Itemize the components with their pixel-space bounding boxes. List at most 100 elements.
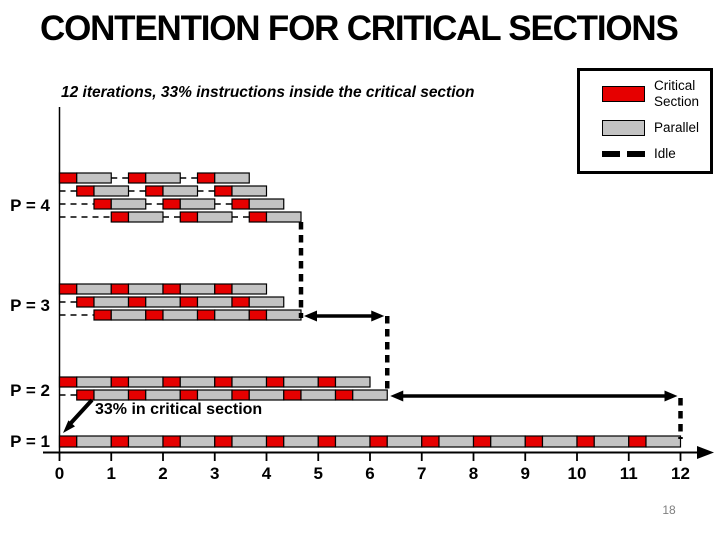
critical-section-bar: [265, 435, 285, 448]
parallel-bar: [214, 172, 250, 184]
group-label: P = 2: [10, 381, 50, 400]
parallel-bar: [76, 283, 112, 295]
critical-section-bar: [248, 309, 268, 321]
arrowhead-left-icon: [390, 390, 404, 402]
parallel-bar: [196, 296, 233, 308]
parallel-bar: [231, 376, 268, 388]
parallel-bar: [438, 435, 475, 448]
parallel-bar: [145, 296, 181, 308]
critical-section-bar: [58, 376, 78, 388]
parallel-bar: [127, 283, 164, 295]
critical-section-bar: [127, 172, 147, 184]
parallel-bar: [110, 309, 147, 321]
critical-section-bar: [334, 389, 354, 401]
parallel-bar: [76, 435, 112, 448]
parallel-bar: [179, 283, 216, 295]
critical-section-bar: [162, 198, 181, 210]
arrowhead-right-icon: [664, 390, 678, 402]
parallel-bar: [76, 376, 112, 388]
parallel-bar: [76, 172, 112, 184]
critical-section-bar: [58, 283, 78, 295]
x-axis-tick-label: 10: [568, 464, 587, 483]
parallel-bar: [162, 185, 199, 197]
parallel-bar: [248, 198, 285, 210]
parallel-bar: [248, 296, 285, 308]
critical-section-bar: [162, 376, 181, 388]
critical-section-bar: [93, 198, 112, 210]
x-axis-tick-label: 0: [55, 464, 64, 483]
parallel-bar: [352, 389, 388, 401]
critical-section-bar: [369, 435, 388, 448]
annotation-label: 33% in critical section: [95, 401, 263, 418]
x-axis-tick-label: 1: [107, 464, 116, 483]
parallel-bar: [179, 376, 216, 388]
parallel-bar: [248, 389, 285, 401]
critical-section-bar: [524, 435, 544, 448]
critical-section-bar: [179, 211, 199, 223]
page-number: 18: [662, 503, 676, 517]
critical-section-swatch-icon: [602, 85, 645, 102]
slide-subtitle: 12 iterations, 33% instructions inside t…: [61, 84, 475, 101]
legend-label-parallel: Parallel: [654, 119, 700, 135]
critical-section-bar: [576, 435, 595, 448]
critical-section-bar: [248, 211, 268, 223]
x-axis-tick-label: 5: [314, 464, 323, 483]
legend-label-idle: Idle: [654, 146, 676, 162]
critical-section-bar: [179, 389, 199, 401]
critical-section-bar: [76, 296, 95, 308]
parallel-bar: [127, 435, 164, 448]
critical-section-bar: [317, 435, 337, 448]
critical-section-bar: [214, 185, 233, 197]
critical-section-bar: [196, 172, 216, 184]
parallel-bar: [283, 376, 319, 388]
annotation-arrow: [68, 398, 94, 426]
parallel-bar: [214, 309, 250, 321]
parallel-bar: [93, 389, 130, 401]
critical-section-bar: [231, 198, 250, 210]
critical-section-bar: [231, 389, 250, 401]
critical-section-bar: [58, 172, 78, 184]
annotation-arrowhead-icon: [63, 420, 75, 433]
parallel-bar: [196, 389, 233, 401]
x-axis-arrowhead-icon: [697, 446, 714, 459]
parallel-bar: [145, 172, 181, 184]
x-axis-tick-label: 3: [210, 464, 219, 483]
critical-section-bar: [162, 435, 181, 448]
parallel-bar: [334, 376, 371, 388]
parallel-bar: [127, 376, 164, 388]
critical-section-bar: [214, 283, 233, 295]
parallel-bar: [231, 283, 268, 295]
parallel-bar: [300, 389, 337, 401]
x-axis-tick-label: 12: [671, 464, 690, 483]
critical-section-bar: [317, 376, 337, 388]
parallel-bar: [593, 435, 630, 448]
legend-item-parallel: Parallel: [602, 119, 706, 136]
critical-section-bar: [231, 296, 250, 308]
critical-section-bar: [628, 435, 647, 448]
parallel-bar: [283, 435, 319, 448]
x-axis-tick-label: 7: [417, 464, 426, 483]
parallel-bar: [265, 309, 302, 321]
critical-section-bar: [127, 389, 147, 401]
critical-section-bar: [76, 389, 95, 401]
critical-section-bar: [58, 435, 78, 448]
parallel-bar: [490, 435, 526, 448]
parallel-bar: [179, 435, 216, 448]
legend-item-idle: Idle: [602, 146, 706, 162]
parallel-bar: [127, 211, 164, 223]
critical-section-bar: [76, 185, 95, 197]
group-label: P = 3: [10, 296, 50, 315]
parallel-bar: [162, 309, 199, 321]
critical-section-bar: [145, 185, 164, 197]
legend-label-critical: Critical Section: [654, 78, 700, 109]
critical-section-bar: [179, 296, 199, 308]
critical-section-bar: [110, 211, 130, 223]
parallel-bar: [231, 435, 268, 448]
parallel-bar: [110, 198, 147, 210]
parallel-bar: [179, 198, 216, 210]
critical-section-bar: [110, 435, 130, 448]
x-axis-tick-label: 2: [158, 464, 167, 483]
parallel-bar: [145, 389, 181, 401]
group-label: P = 1: [10, 432, 50, 451]
